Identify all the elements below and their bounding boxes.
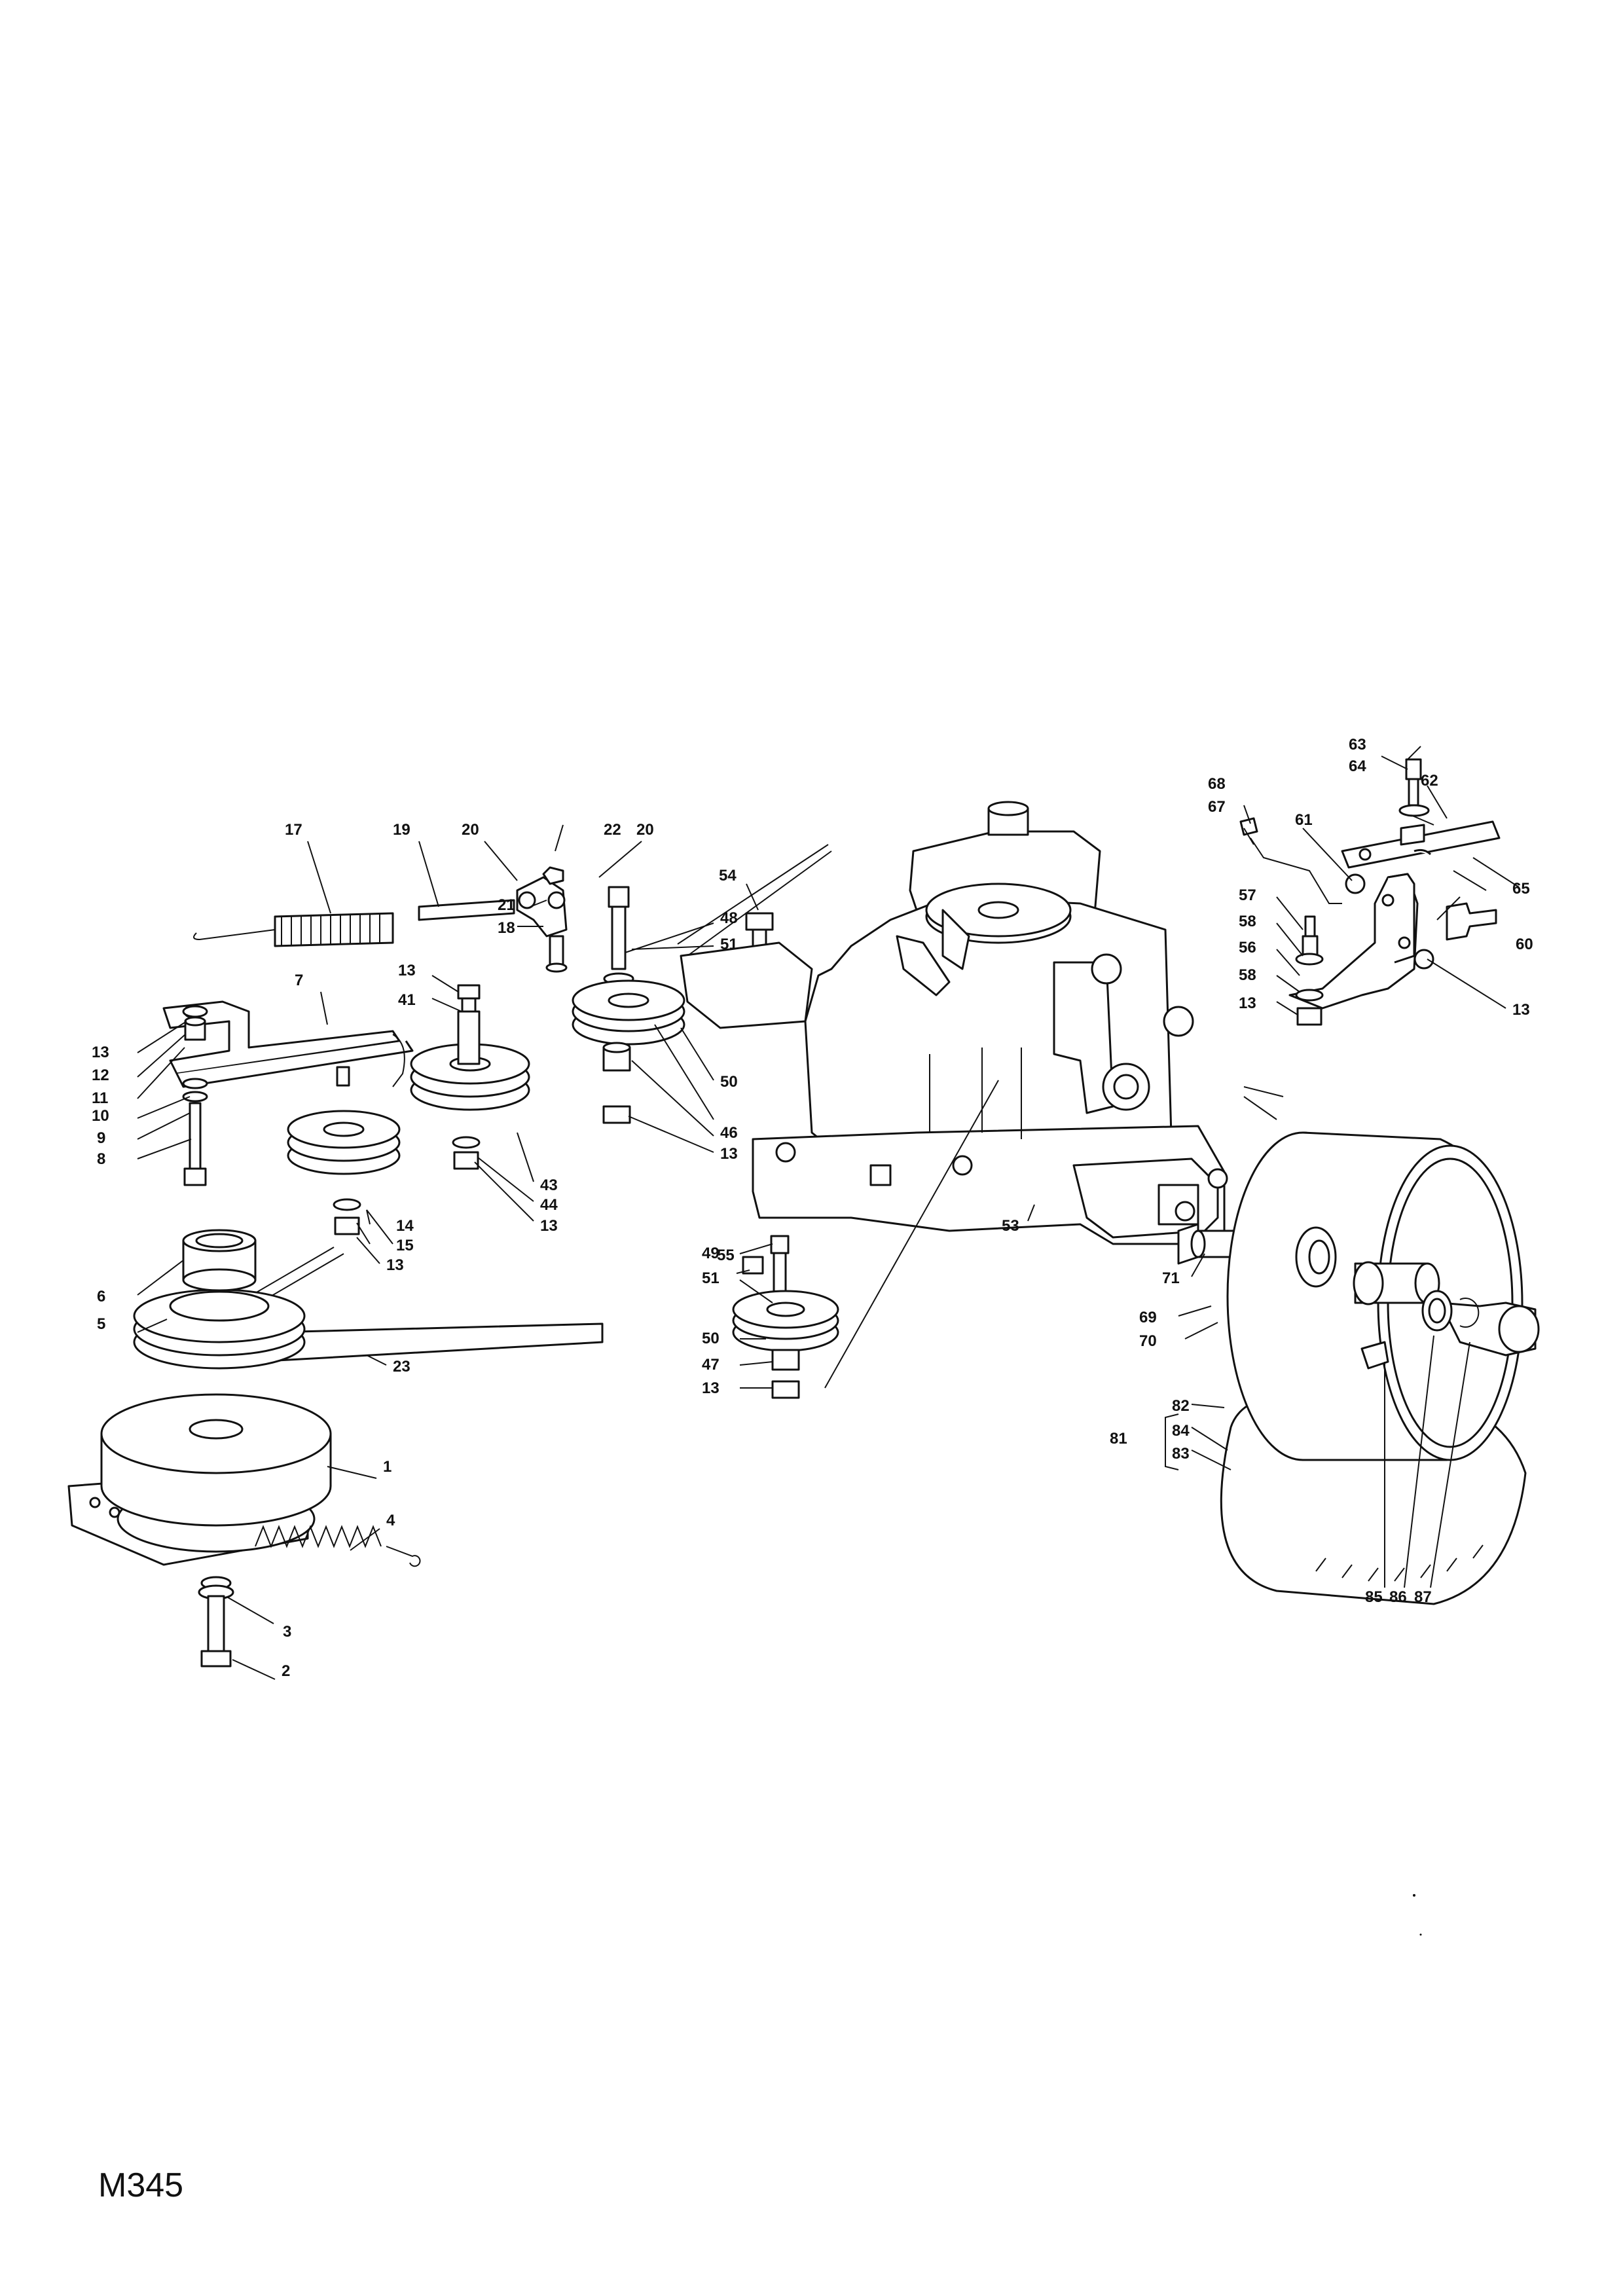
callout-21: 21: [498, 896, 515, 914]
callout-68: 68: [1208, 775, 1226, 793]
callout-57: 57: [1239, 886, 1256, 904]
callout-54: 54: [719, 867, 737, 884]
callout-14: 14: [396, 1217, 414, 1235]
speed-control-bracket: [1239, 758, 1501, 1026]
rear-wheel: [1220, 1131, 1540, 1605]
callout-17: 17: [285, 821, 302, 839]
callout-46: 46: [720, 1124, 738, 1142]
callout-15: 15: [396, 1237, 414, 1254]
callout-8: 8: [97, 1150, 105, 1168]
callout-44: 44: [540, 1196, 558, 1214]
clutch-spring: [255, 1525, 421, 1567]
callout-81: 81: [1110, 1430, 1127, 1448]
callout-23: 23: [393, 1358, 410, 1376]
callout-43: 43: [540, 1176, 558, 1194]
callout-50-b: 50: [702, 1330, 720, 1347]
engine-pulley: [133, 1229, 306, 1370]
callout-49: 49: [702, 1245, 720, 1262]
callout-19: 19: [393, 821, 410, 839]
callout-65: 65: [1512, 880, 1530, 898]
callout-85: 85: [1365, 1588, 1383, 1606]
callout-86: 86: [1389, 1588, 1407, 1606]
drawing-code: M345: [98, 2166, 183, 2204]
callout-67: 67: [1208, 798, 1226, 816]
callout-51-a: 51: [720, 936, 738, 953]
transaxle: [680, 801, 1228, 1245]
callout-84: 84: [1172, 1422, 1190, 1440]
callout-13-h: 13: [1512, 1001, 1530, 1019]
callout-13-f: 13: [702, 1379, 720, 1397]
callout-55: 55: [717, 1247, 735, 1264]
callout-47: 47: [702, 1356, 720, 1374]
callout-70: 70: [1139, 1332, 1157, 1350]
callout-20-a: 20: [462, 821, 479, 839]
callout-51-b: 51: [702, 1269, 720, 1287]
callout-13-g: 13: [1239, 994, 1256, 1012]
callout-1: 1: [383, 1458, 392, 1476]
callout-41: 41: [398, 991, 416, 1009]
callout-13-d: 13: [386, 1256, 404, 1274]
callout-61: 61: [1295, 811, 1313, 829]
callout-5: 5: [97, 1315, 105, 1333]
callout-22: 22: [604, 821, 621, 839]
callout-9: 9: [97, 1129, 105, 1147]
leader-lines: [137, 746, 1520, 1680]
callout-50-a: 50: [720, 1073, 738, 1091]
callout-69: 69: [1139, 1309, 1157, 1326]
callout-13-e: 13: [720, 1145, 738, 1163]
callout-4: 4: [386, 1512, 395, 1529]
callout-3: 3: [283, 1623, 291, 1641]
brake-spring-assembly: [193, 866, 568, 973]
lower-idler-pulley: [732, 1235, 839, 1399]
callout-10: 10: [92, 1107, 109, 1125]
callout-18: 18: [498, 919, 515, 937]
idler-pulley-left: [287, 1110, 401, 1235]
callout-13-b: 13: [398, 962, 416, 979]
callout-60: 60: [1516, 936, 1533, 953]
callout-6: 6: [97, 1288, 105, 1305]
callout-58-b: 58: [1239, 966, 1256, 984]
callout-48: 48: [720, 909, 738, 927]
callout-13-c: 13: [540, 1217, 558, 1235]
callout-20-b: 20: [636, 821, 654, 839]
idler-pulley-center: [410, 984, 530, 1170]
callout-83: 83: [1172, 1445, 1190, 1463]
callout-58-a: 58: [1239, 913, 1256, 930]
upper-idler-pulley: [572, 886, 685, 1124]
callout-62: 62: [1421, 772, 1438, 790]
callout-12: 12: [92, 1066, 109, 1084]
callout-labels: 1 2 3 4 5 6 7 8 9 10 11 12 13 13 13 13 1…: [92, 736, 1533, 1680]
callout-13-a: 13: [92, 1044, 109, 1061]
callout-82: 82: [1172, 1397, 1190, 1415]
callout-11: 11: [92, 1089, 108, 1107]
callout-56: 56: [1239, 939, 1256, 957]
callout-64: 64: [1349, 757, 1366, 775]
bolt-and-washer: [198, 1576, 234, 1667]
callout-2: 2: [282, 1662, 290, 1680]
callout-53: 53: [1002, 1217, 1019, 1235]
electric-clutch: [67, 1393, 332, 1566]
callout-7: 7: [295, 972, 303, 989]
callout-71: 71: [1162, 1269, 1180, 1287]
callout-63: 63: [1349, 736, 1366, 754]
pulley-stack-fasteners: [182, 1005, 208, 1186]
callout-87: 87: [1414, 1588, 1432, 1606]
